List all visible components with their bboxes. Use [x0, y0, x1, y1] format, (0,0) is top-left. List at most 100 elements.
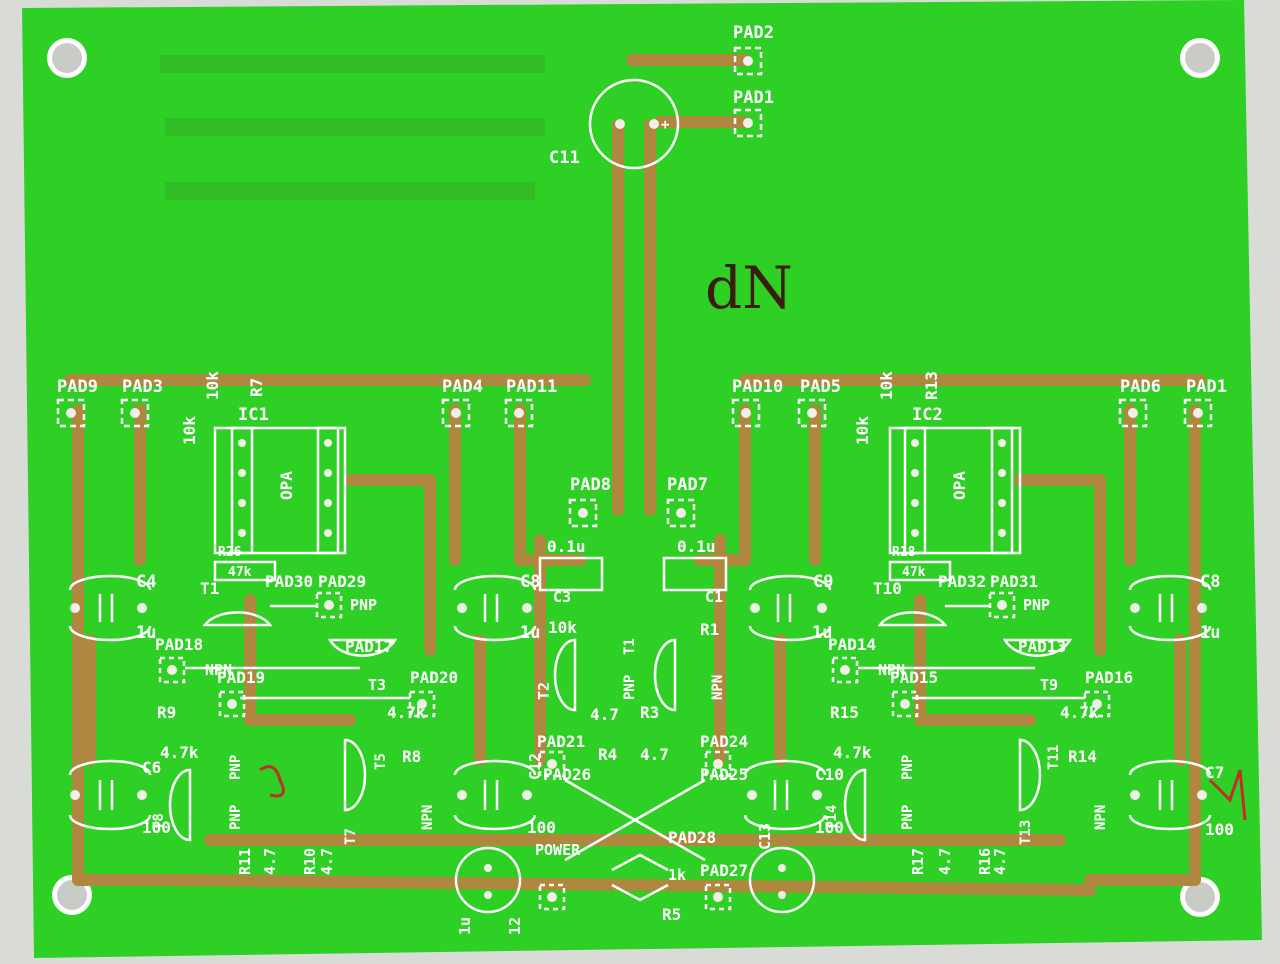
label-pnp-d: PNP: [228, 805, 244, 830]
label-t10: T10: [873, 579, 902, 598]
pad-group-top: PAD2 PAD1: [733, 23, 774, 138]
label-pad12: PAD1: [1186, 377, 1227, 397]
label-1u-bottom: 1u: [456, 917, 474, 935]
label-pad15: PAD15: [890, 668, 938, 687]
label-pad1: PAD1: [733, 88, 774, 108]
label-47k-b: 4.7k: [833, 743, 872, 762]
label-pad9: PAD9: [57, 377, 98, 397]
label-pad11: PAD11: [506, 377, 557, 397]
label-pad18: PAD18: [155, 635, 203, 654]
label-t9: T9: [1040, 676, 1058, 694]
label-pnp-b: PNP: [1023, 596, 1050, 614]
label-c8-center: C8: [520, 572, 540, 592]
label-pad25: PAD25: [700, 765, 748, 784]
label-47-d: 4.7: [318, 848, 336, 875]
label-r16: R16: [976, 848, 994, 875]
label-r5: R5: [662, 905, 681, 924]
label-47k-c: 4.7k: [387, 703, 426, 722]
copper-traces: [64, 54, 1206, 896]
cap-c6: C6 100: [68, 758, 171, 837]
label-c4: C4: [136, 572, 156, 592]
label-pad28: PAD28: [668, 828, 716, 847]
label-pad30: PAD30: [265, 572, 313, 591]
label-pad14: PAD14: [828, 635, 876, 654]
label-47k-d: 4.7k: [1060, 703, 1099, 722]
cap-c4: C4 1u: [68, 572, 156, 643]
label-r14: R14: [1068, 747, 1097, 766]
label-pad20: PAD20: [410, 668, 458, 687]
center-top-group: PAD8 PAD7 0.1u 0.1u C3 C1 10k R1: [538, 475, 728, 639]
cap-c13: C13 C10 100: [743, 759, 844, 850]
label-pad13: PAD13: [1018, 637, 1066, 656]
label-01u-right: 0.1u: [677, 537, 716, 556]
label-npn-center: NPN: [710, 675, 726, 700]
label-1u-c9: 1u: [812, 623, 832, 643]
label-pnp-center: PNP: [622, 675, 638, 700]
pad-row-left: PAD9 PAD3 PAD4 PAD11: [56, 377, 557, 428]
label-10k-c: 10k: [853, 416, 872, 445]
label-pad8: PAD8: [570, 475, 611, 495]
transistors: T1 T10 PNP PNP NPN NPN T3 T9 T2 PNP T1 N…: [151, 579, 1109, 845]
label-pad7: PAD7: [667, 475, 708, 495]
label-t3: T3: [368, 676, 386, 694]
label-pad3: PAD3: [122, 377, 163, 397]
label-47-a: 4.7: [590, 705, 619, 724]
mounting-holes: [47, 38, 1220, 917]
label-pad21: PAD21: [537, 732, 585, 751]
label-c11: C11: [549, 148, 580, 168]
label-r17: R17: [909, 848, 927, 875]
label-r3: R3: [640, 703, 659, 722]
label-pad31: PAD31: [990, 572, 1038, 591]
cap-c9: C9 1u: [748, 572, 833, 643]
cap-c7: C7 100: [1128, 759, 1234, 839]
label-r7: R7: [247, 378, 266, 397]
pad-row-right: PAD10 PAD5 PAD6 PAD1: [731, 377, 1227, 428]
ic-ic2: OPA IC2 10k 10k R13 47k R18: [853, 371, 1022, 582]
ic-ic1: OPA IC1 10k 10k R7 47k R26: [180, 371, 347, 582]
label-100-c12: 100: [527, 818, 556, 837]
label-pad27: PAD27: [700, 861, 748, 880]
capacitor-c11: + C11: [549, 78, 680, 170]
label-r8: R8: [402, 747, 421, 766]
label-r9: R9: [157, 703, 176, 722]
label-47k-right: 47k: [902, 565, 926, 580]
label-47-b: 4.7: [640, 745, 669, 764]
label-47-c: 4.7: [261, 848, 279, 875]
label-r13: R13: [922, 371, 941, 400]
copper-text: [160, 55, 545, 200]
label-pad32: PAD32: [938, 572, 986, 591]
label-r11: R11: [236, 848, 254, 875]
label-t14: T14: [824, 805, 840, 830]
label-pnp-e: PNP: [900, 755, 916, 780]
label-c1: C1: [705, 588, 723, 606]
label-ic1: IC1: [238, 405, 269, 425]
label-pnp-a: PNP: [350, 596, 377, 614]
label-t1: T1: [200, 579, 219, 598]
label-pad24: PAD24: [700, 732, 748, 751]
label-pad10: PAD10: [732, 377, 783, 397]
label-pad29: PAD29: [318, 572, 366, 591]
label-t7: T7: [343, 828, 359, 845]
label-t11: T11: [1046, 745, 1062, 770]
label-power: POWER: [535, 841, 581, 859]
label-pnp-f: PNP: [900, 805, 916, 830]
label-r4: R4: [598, 745, 617, 764]
label-pad6: PAD6: [1120, 377, 1161, 397]
label-100-c6: 100: [142, 818, 171, 837]
label-r10: R10: [301, 848, 319, 875]
label-opa-left: OPA: [277, 471, 296, 500]
cap-c8: C8 1u: [1128, 572, 1220, 643]
label-t1-center: T1: [622, 638, 638, 655]
label-c3: C3: [553, 588, 571, 606]
label-100-c7: 100: [1205, 820, 1234, 839]
label-10k-b: 10k: [203, 371, 222, 400]
label-pad26: PAD26: [543, 765, 591, 784]
label-c7: C7: [1205, 763, 1224, 782]
label-r1: R1: [700, 620, 719, 639]
red-marker-scribbles: [259, 765, 1247, 821]
svg-text:+: +: [661, 117, 669, 133]
label-c12: C12: [526, 753, 544, 780]
cap-c12: C12 100: [453, 753, 556, 837]
